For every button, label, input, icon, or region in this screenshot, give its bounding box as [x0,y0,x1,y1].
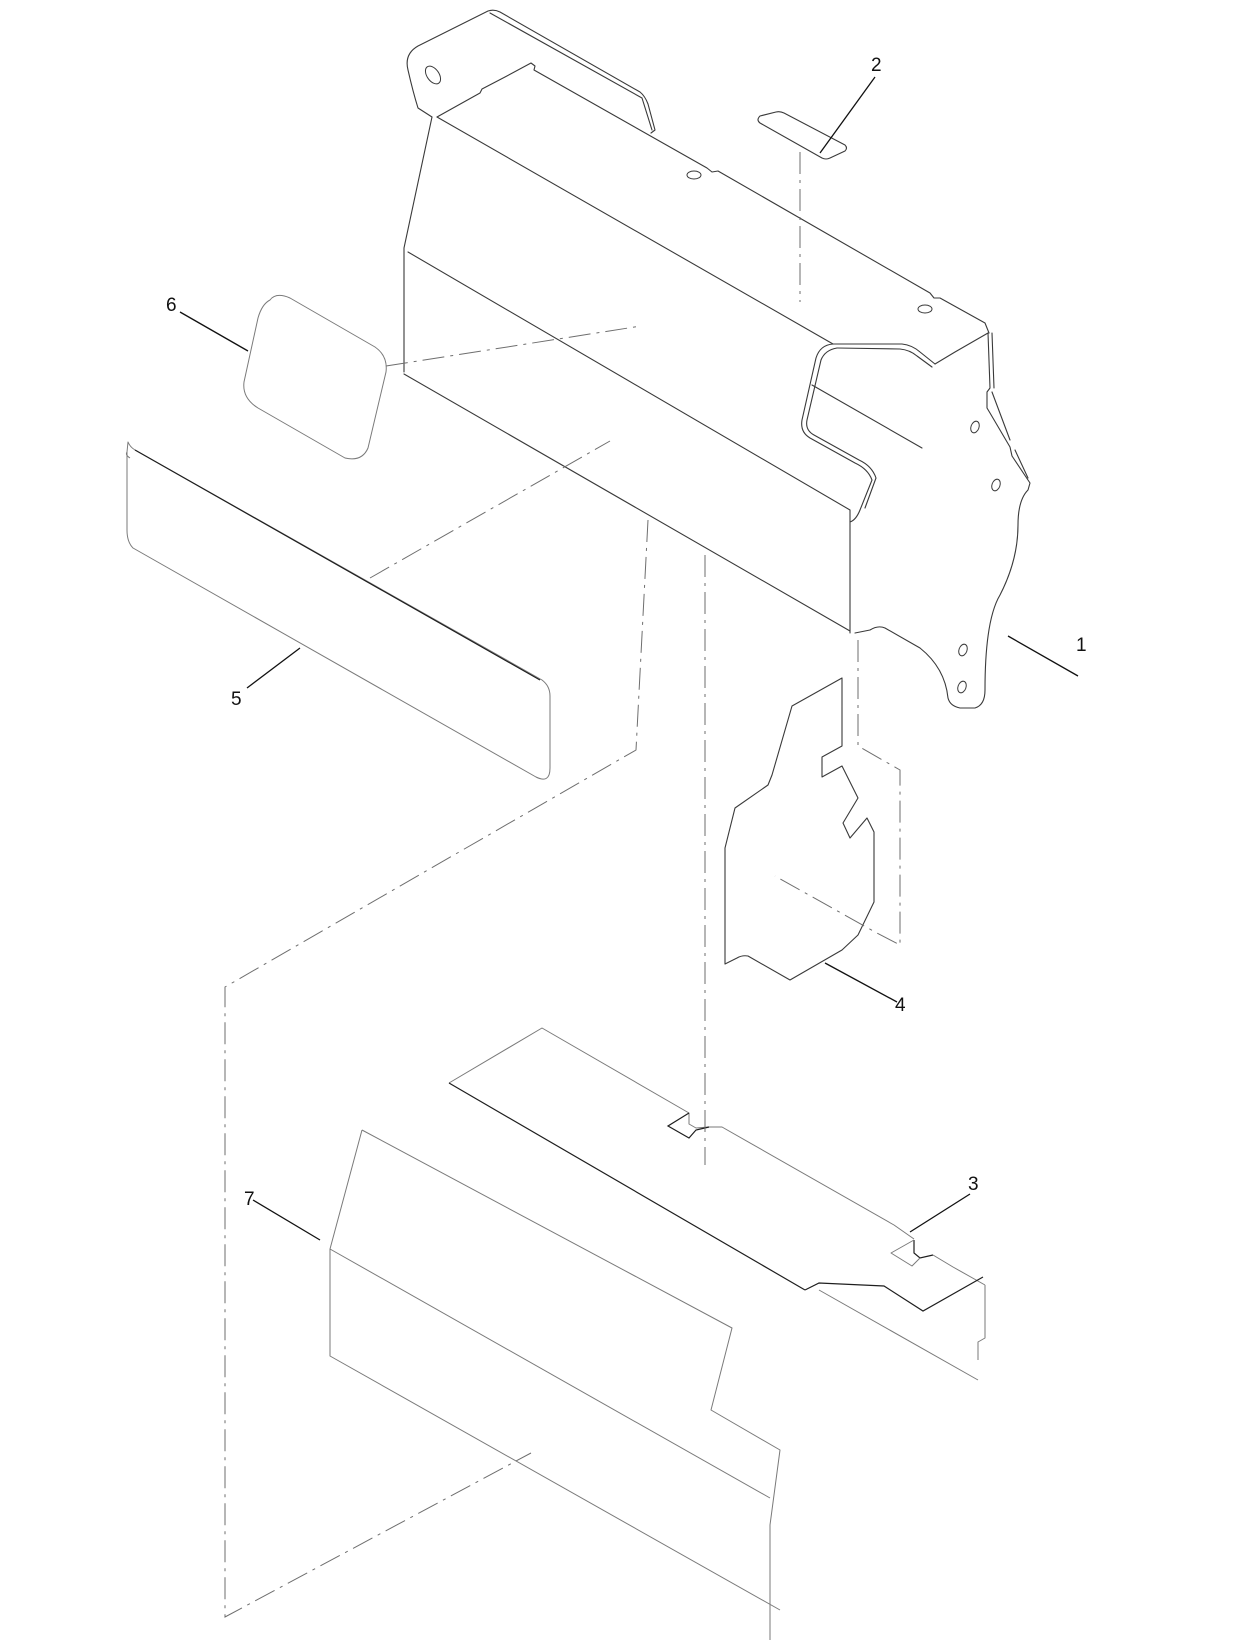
callout-1: 1 [1076,635,1087,656]
assembly-centerlines [224,152,901,1618]
part-2-small-label [757,111,848,160]
callout-5: 5 [231,689,242,710]
part-4-side-pad [724,677,875,981]
part-3-bottom-channel [448,1027,986,1381]
part-7-front-cover [329,1129,781,1640]
callout-7: 7 [244,1189,255,1210]
callout-6: 6 [166,295,177,316]
callout-4: 4 [895,995,906,1016]
part-6-rounded-decal [243,294,387,460]
part-5-long-decal [125,441,551,780]
callout-leaders [179,76,1079,1241]
callout-2: 2 [871,55,882,76]
part-1-main-bracket [403,9,1031,709]
callout-3: 3 [968,1174,979,1195]
